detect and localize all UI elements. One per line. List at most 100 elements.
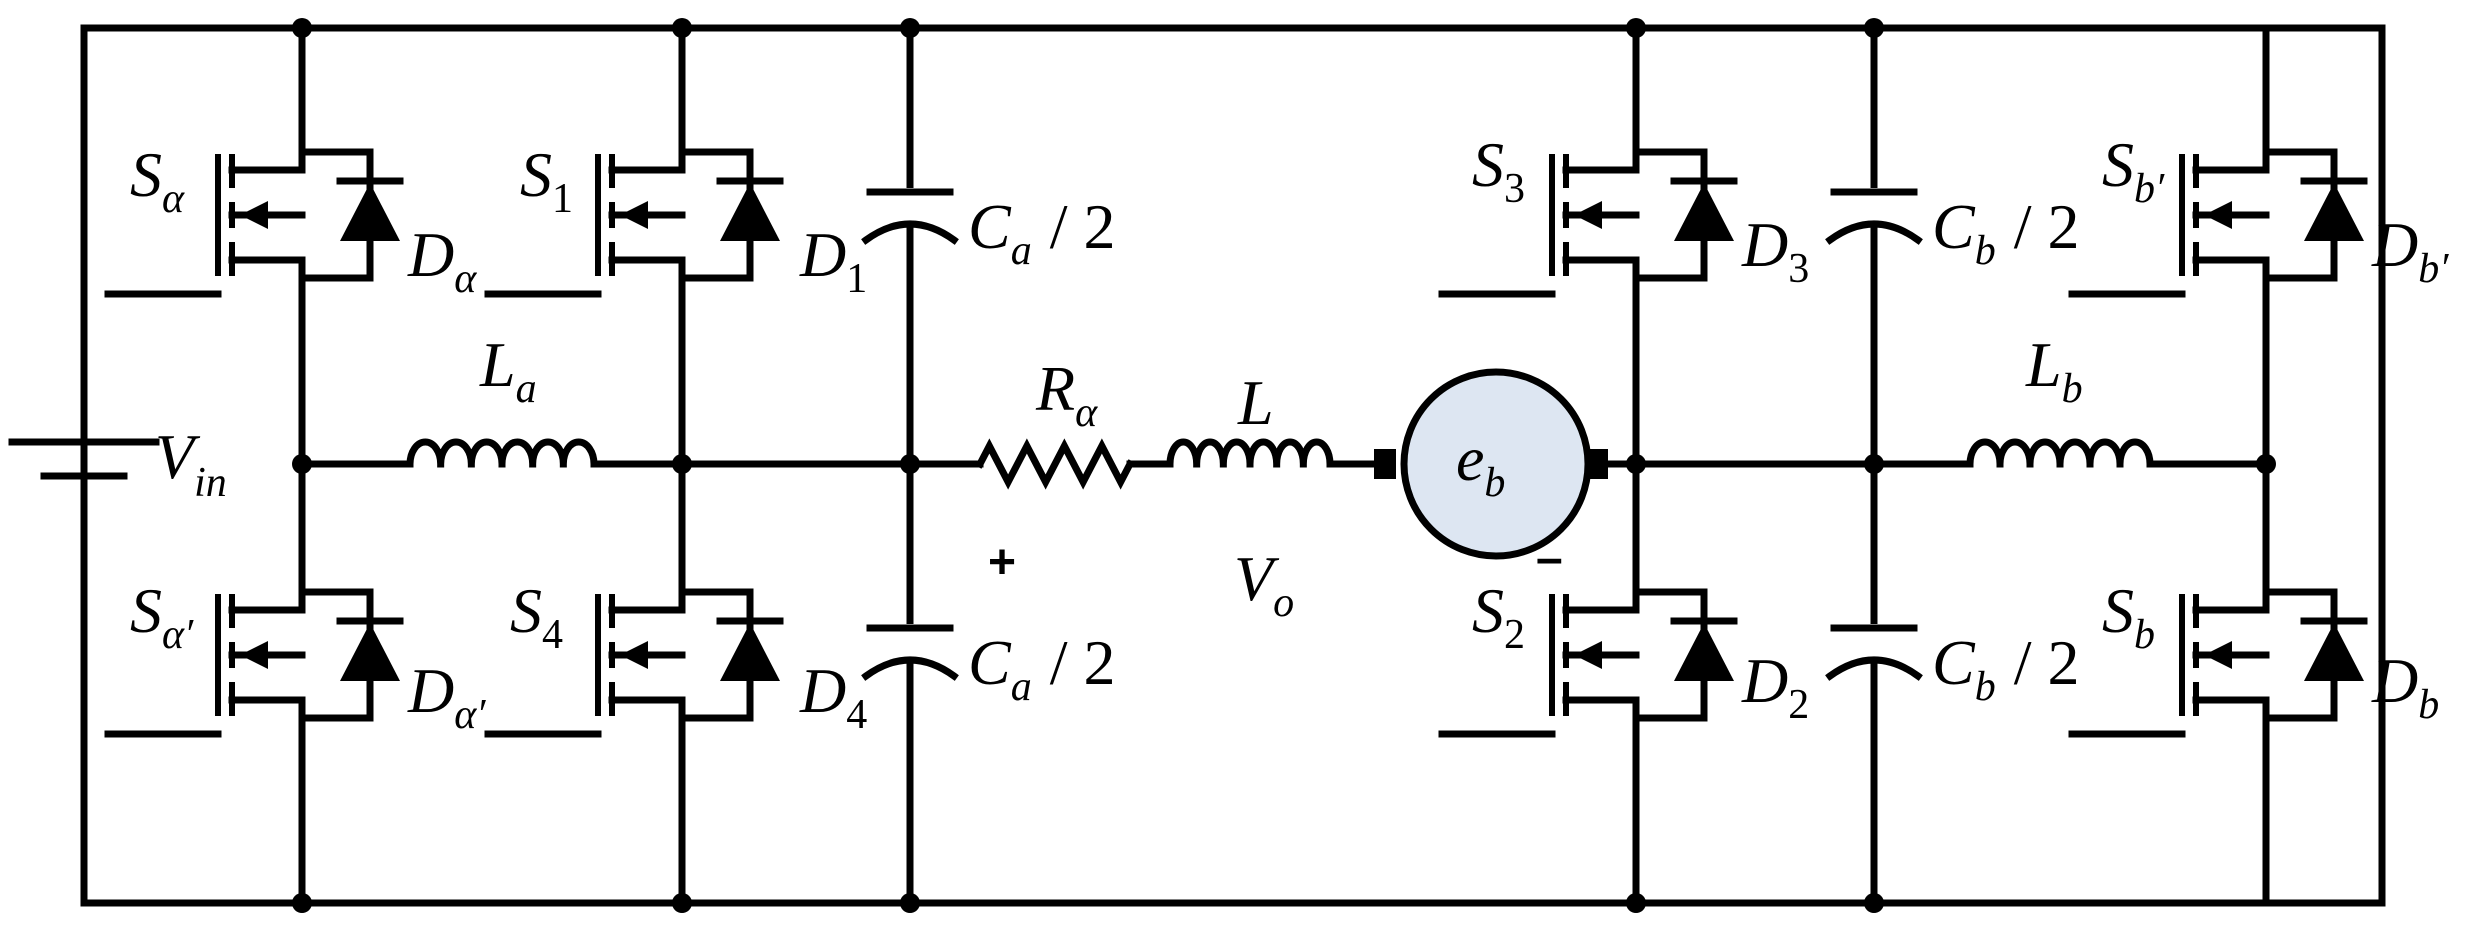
diode-label-d-alpha: Dα [407,219,477,302]
switch-s2 [1438,586,1738,738]
switch-s4 [484,586,784,738]
source-to-diode [1632,676,1708,722]
inductor-coil [1966,438,2154,468]
diode-triangle [340,623,400,681]
motor-label: eb [1456,423,1505,506]
diode-triangle [2304,623,2364,681]
switch-s-alpha-prime [104,586,404,738]
drain-lead [1562,586,1640,614]
switch-label-s-alpha: Sα [130,139,185,222]
junction-dot [1864,893,1884,913]
source-to-diode [2262,236,2338,282]
drain-to-diode [2262,588,2338,634]
motor-terminal-left [1374,449,1396,479]
diode-label-d2: D2 [1741,645,1809,728]
junction-dot [900,18,920,38]
drain-to-diode [678,588,754,634]
diode-label-d4: D4 [799,655,867,738]
drain-lead [608,146,686,174]
diode-triangle [1674,623,1734,681]
switch-label-s1: S1 [520,139,573,222]
junction-dot [672,18,692,38]
junction-dot [1864,18,1884,38]
drain-to-diode [1632,588,1708,634]
drain-lead [228,146,306,174]
source-to-diode [678,236,754,282]
resistor-zigzag [975,438,1135,490]
inductor-coil [406,438,598,468]
diode-triangle [1674,183,1734,241]
source-lead [608,696,686,724]
junction-dot [292,18,312,38]
body-arrow [1574,201,1602,229]
switch-s-alpha [104,146,404,298]
capacitor-ca-bottom [861,624,959,681]
switch-s1 [484,146,784,298]
inductor-label-l: L [1237,367,1274,438]
motor-terminal-right [1586,449,1608,479]
junction-dot [1626,18,1646,38]
drain-to-diode [678,148,754,194]
cap-plate-curved [861,220,959,245]
capacitor-cb-bottom [1825,624,1923,681]
switch-s3 [1438,146,1738,298]
diode-label-d-b: Db [2371,645,2439,728]
capacitor-label-cb-bottom: Cb/ 2 [1932,627,2079,710]
source-label: Vin [155,421,227,506]
body-arrow [620,201,648,229]
drain-lead [608,586,686,614]
body-arrow [620,641,648,669]
body-arrow [2204,641,2232,669]
drain-to-diode [1632,148,1708,194]
circuit-wires [80,24,2386,907]
junction-dot [672,454,692,474]
junction-dot [1626,893,1646,913]
inductor-coil [1166,438,1334,468]
source-to-diode [1632,236,1708,282]
drain-lead [228,586,306,614]
capacitor-label-cb-top: Cb/ 2 [1932,191,2079,274]
drain-to-diode [2262,148,2338,194]
source-to-diode [298,236,374,282]
capacitor-label-ca-bottom: Ca/ 2 [968,627,1115,710]
source-lead [608,256,686,284]
inductor-label-lb: Lb [2025,329,2083,412]
inductor-label-la: La [479,329,537,412]
body-arrow [240,201,268,229]
junction-dot [900,454,920,474]
diode-label-d-alpha-prime: Dα′ [407,655,486,738]
drain-lead [2192,146,2270,174]
source-to-diode [678,676,754,722]
switch-label-s2: S2 [1472,575,1525,658]
inductor-l [1166,438,1334,468]
diode-triangle [2304,183,2364,241]
source-lead [228,256,306,284]
inductor-lb [1966,438,2154,468]
junction-dot [900,893,920,913]
capacitor-ca-top [861,188,959,245]
diode-triangle [720,183,780,241]
junction-dot [1864,454,1884,474]
drain-lead [1562,146,1640,174]
source-lead [2192,256,2270,284]
switch-label-s-b-prime: Sb′ [2102,129,2165,212]
switch-s-b [2068,586,2368,738]
output-voltage-label: Vo [1234,543,1294,626]
resistor-r-alpha [975,438,1135,490]
switch-label-s3: S3 [1472,129,1525,212]
source-lead [2192,696,2270,724]
diode-triangle [340,183,400,241]
body-arrow [1574,641,1602,669]
junction-dot [292,893,312,913]
capacitor-cb-top [1825,188,1923,245]
source-lead [1562,256,1640,284]
source-to-diode [298,676,374,722]
junction-dots [292,18,2276,913]
cap-plate-curved [1825,656,1923,681]
body-arrow [240,641,268,669]
diode-label-d-b-prime: Db′ [2371,209,2449,292]
switch-label-s-b: Sb [2102,575,2155,658]
switch-label-s-alpha-prime: Sα′ [130,575,194,658]
junction-dot [1626,454,1646,474]
